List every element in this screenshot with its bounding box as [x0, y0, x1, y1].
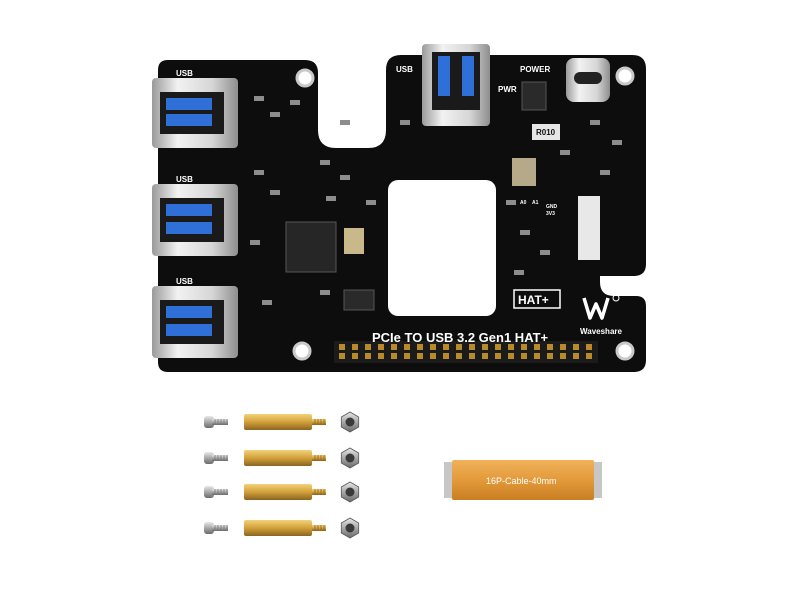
gpio-header: [334, 341, 598, 363]
gpio-pin: [391, 353, 397, 359]
gpio-pin: [534, 353, 540, 359]
usb-port-1: [152, 78, 238, 148]
gpio-pin: [352, 344, 358, 350]
gpio-pin: [482, 353, 488, 359]
power-label: POWER: [520, 65, 550, 74]
screw: [204, 416, 228, 428]
gpio-pin: [534, 344, 540, 350]
ffc-connector: [578, 196, 600, 260]
gpio-pin: [339, 344, 345, 350]
screw: [204, 452, 228, 464]
usb-port-2: [152, 184, 238, 256]
crystal: [344, 228, 364, 254]
screw: [204, 522, 228, 534]
gpio-pin: [469, 344, 475, 350]
gpio-pin: [417, 344, 423, 350]
gpio-pin: [521, 353, 527, 359]
gpio-pin: [482, 344, 488, 350]
hex-nut: [340, 481, 360, 503]
gpio-pin: [365, 344, 371, 350]
waveshare-logo-icon: [582, 294, 620, 320]
gpio-pin: [391, 344, 397, 350]
hat-badge: HAT+: [518, 293, 549, 307]
gpio-pin: [586, 353, 592, 359]
cable-label: 16P-Cable-40mm: [486, 476, 557, 486]
brass-standoff: [244, 484, 326, 500]
gpio-pin: [404, 353, 410, 359]
usb-label-2: USB: [176, 175, 193, 184]
gpio-pin: [508, 353, 514, 359]
brass-standoff: [244, 520, 326, 536]
ffc-cable: 16P-Cable-40mm: [444, 460, 602, 500]
hat-badge-box: [513, 289, 561, 309]
mounting-holes: [292, 66, 635, 361]
chip-r010-label: R010: [536, 128, 556, 137]
usb-port-3: [152, 286, 238, 358]
gpio-pin: [378, 344, 384, 350]
board-title: PCIe TO USB 3.2 Gen1 HAT+: [372, 330, 549, 345]
gpio-pin: [443, 344, 449, 350]
small-chip: [521, 81, 547, 111]
gpio-pin: [508, 344, 514, 350]
gpio-pin: [573, 344, 579, 350]
pwr-label: PWR: [498, 85, 517, 94]
gpio-pin: [521, 344, 527, 350]
gpio-pin: [430, 344, 436, 350]
power-ic: [512, 158, 536, 186]
gpio-pin: [547, 353, 553, 359]
gpio-pin: [560, 353, 566, 359]
usb-label-top: USB: [396, 65, 413, 74]
usb-port-top: [422, 44, 490, 126]
gpio-pin: [417, 353, 423, 359]
chip-r010: [532, 124, 560, 140]
gpio-pin: [547, 344, 553, 350]
pin-label-a0: A0: [520, 200, 527, 206]
usb-label-1: USB: [176, 69, 193, 78]
gpio-pin: [469, 353, 475, 359]
gpio-pin: [339, 353, 345, 359]
hex-nut: [340, 411, 360, 433]
usb-controller-chip: [285, 221, 337, 273]
gpio-pin: [443, 353, 449, 359]
brass-standoff: [244, 414, 326, 430]
brass-standoff: [244, 450, 326, 466]
pin-label-3v3: 3V3: [546, 211, 555, 217]
screw: [204, 486, 228, 498]
gpio-pin: [404, 344, 410, 350]
pin-label-a1: A1: [532, 200, 539, 206]
hex-nut: [340, 447, 360, 469]
hex-nut: [340, 517, 360, 539]
smd-components: [250, 96, 622, 305]
usb-c-power-port: [566, 58, 610, 102]
gpio-pin: [365, 353, 371, 359]
gpio-pin: [456, 353, 462, 359]
gpio-pin: [352, 353, 358, 359]
accessories: [204, 411, 360, 539]
board-cutout: [388, 180, 496, 316]
brand-name: Waveshare: [580, 327, 623, 336]
gpio-pin: [495, 353, 501, 359]
usb-label-3: USB: [176, 277, 193, 286]
pin-label-gnd: GND: [546, 204, 558, 210]
small-ic-lower: [343, 289, 375, 311]
gpio-pin: [456, 344, 462, 350]
gpio-pin: [586, 344, 592, 350]
gpio-pin: [495, 344, 501, 350]
gpio-pin: [430, 353, 436, 359]
gpio-pin: [573, 353, 579, 359]
gpio-pin: [560, 344, 566, 350]
gpio-pin: [378, 353, 384, 359]
